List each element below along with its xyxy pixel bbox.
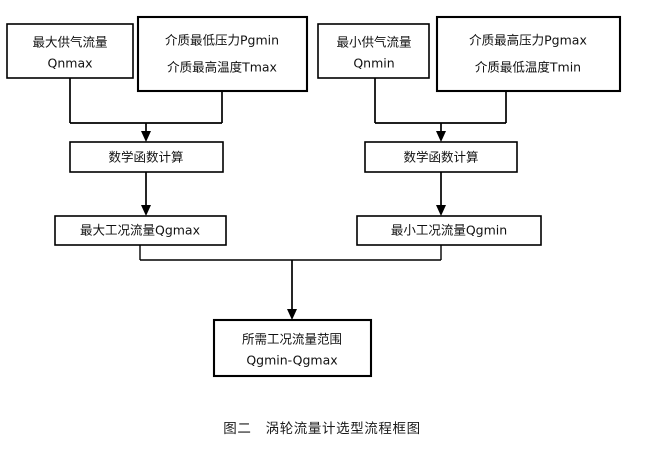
node-max-medium-conditions-line2: 介质最低温度Tmin [475,60,581,75]
node-required-range: 所需工况流量范围 Qgmin-Qgmax [212,318,373,378]
node-qgmin-result-box [356,215,542,246]
node-required-range-box [212,318,373,378]
node-math-calc-right-box [364,141,518,173]
node-math-calc-left: 数学函数计算 [69,141,224,173]
node-max-supply-flow-line2: Qnmax [48,56,93,71]
node-math-calc-left-label: 数学函数计算 [108,150,183,165]
node-max-medium-conditions: 介质最高压力Pgmax 介质最低温度Tmin [435,15,622,93]
node-min-supply-flow: 最小供气流量 Qnmin [317,23,430,79]
node-min-supply-flow-line2: Qnmin [353,56,394,71]
node-max-supply-flow-line1: 最大供气流量 [32,35,107,50]
arrowhead-to-qgmax [141,205,151,216]
node-min-medium-conditions-box [136,15,309,93]
arrowhead-to-qgmin [436,205,446,216]
node-max-supply-flow-box [6,23,134,79]
node-min-supply-flow-line1: 最小供气流量 [336,35,411,50]
node-qgmin-result: 最小工况流量Qgmin [356,215,542,246]
node-math-calc-left-box [69,141,224,173]
node-max-supply-flow: 最大供气流量 Qnmax [6,23,134,79]
node-required-range-line2: Qgmin-Qgmax [246,353,337,368]
node-required-range-line1: 所需工况流量范围 [242,332,342,347]
node-math-calc-right-label: 数学函数计算 [403,150,478,165]
node-qgmax-result-box [54,215,227,246]
node-qgmax-result: 最大工况流量Qgmax [54,215,227,246]
node-qgmax-result-label: 最大工况流量Qgmax [80,223,200,238]
node-max-medium-conditions-box [435,15,622,93]
node-min-medium-conditions-line2: 介质最高温度Tmax [167,60,277,75]
node-min-supply-flow-box [317,23,430,79]
arrowhead-to-required-range [287,309,297,320]
arrowhead-to-math-calc-left [141,131,151,142]
node-math-calc-right: 数学函数计算 [364,141,518,173]
arrowhead-to-math-calc-right [436,131,446,142]
node-qgmin-result-label: 最小工况流量Qgmin [391,223,507,238]
figure-caption: 图二 涡轮流量计选型流程框图 [223,421,420,437]
node-min-medium-conditions-line1: 介质最低压力Pgmin [165,33,279,48]
node-max-medium-conditions-line1: 介质最高压力Pgmax [469,33,587,48]
node-min-medium-conditions: 介质最低压力Pgmin 介质最高温度Tmax [136,15,309,93]
